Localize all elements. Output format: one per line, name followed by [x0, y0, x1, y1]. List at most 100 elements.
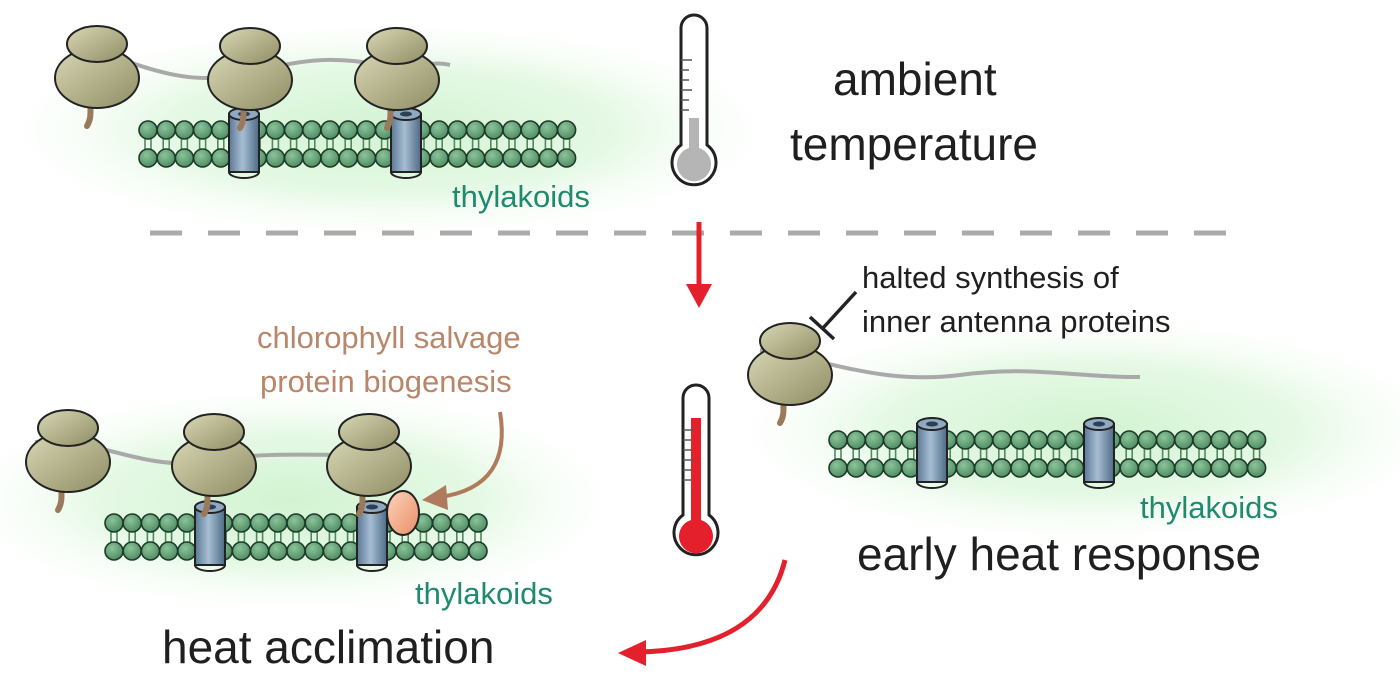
lipid-tail	[1016, 449, 1024, 459]
lipid-head	[1192, 458, 1212, 478]
lipid-tail	[1052, 449, 1061, 459]
lipid-head	[1192, 430, 1212, 450]
ambient-label-line2: temperature	[790, 118, 1038, 170]
lipid-head	[104, 513, 124, 533]
heat-acclimation-label: heat acclimation	[162, 621, 494, 673]
lipid-head	[991, 458, 1012, 478]
lipid-head	[864, 430, 885, 450]
thylakoids-label-right: thylakoids	[1140, 490, 1278, 525]
lipid-tail	[1070, 449, 1079, 459]
lipid-head	[265, 120, 286, 140]
protein-channel-icon	[390, 107, 422, 179]
lipid-head	[1046, 430, 1067, 450]
lipid-head	[211, 148, 231, 168]
lipid-tail	[162, 139, 170, 149]
thermometer-icon	[672, 383, 720, 557]
lipid-tail	[1216, 449, 1224, 459]
lipid-head	[231, 541, 252, 561]
lipid-tail	[362, 139, 371, 149]
heat-arrow-down	[686, 222, 712, 308]
lipid-head	[267, 513, 288, 533]
lipid-head	[1064, 430, 1085, 450]
lipid-head	[1228, 458, 1249, 478]
lipid-head	[429, 120, 450, 140]
lipid-tail	[489, 139, 498, 149]
lipid-tail	[906, 449, 915, 459]
lipid-head	[1155, 458, 1176, 478]
lipid-tail	[289, 139, 298, 149]
lipid-head	[356, 148, 377, 168]
lipid-tail	[1180, 449, 1188, 459]
lipid-head	[1174, 458, 1194, 478]
lipid-head	[483, 120, 504, 140]
lipid-tail	[328, 532, 337, 542]
lipid-tail	[979, 449, 988, 459]
lipid-head	[174, 148, 195, 168]
lipid-tail	[1161, 449, 1170, 459]
lipid-head	[1028, 430, 1048, 450]
lipid-head	[320, 120, 340, 140]
lipid-bilayer-icon	[138, 107, 577, 179]
lipid-head	[413, 541, 434, 561]
lipid-head	[1064, 458, 1085, 478]
lipid-head	[991, 430, 1012, 450]
salvage-protein	[386, 490, 420, 536]
lipid-tail	[1125, 449, 1133, 459]
lipid-head	[1210, 458, 1230, 478]
lipid-tail	[961, 449, 970, 459]
lipid-head	[286, 541, 306, 561]
lipid-tail	[852, 449, 861, 459]
lipid-head	[468, 541, 488, 561]
lipid-tail	[146, 532, 155, 542]
lipid-head	[431, 541, 452, 561]
lipid-head	[301, 148, 322, 168]
ribosome-group	[25, 25, 833, 517]
inhibition-icon	[808, 290, 858, 341]
lipid-tail	[380, 139, 389, 149]
lipid-head	[465, 120, 486, 140]
lipid-tail	[870, 449, 879, 459]
lipid-tail	[273, 532, 282, 542]
salvage-arrow	[422, 411, 504, 510]
thylakoids-label-left: thylakoids	[415, 576, 553, 611]
salvage-label-line2: protein biogenesis	[260, 364, 512, 399]
lipid-head	[1046, 458, 1067, 478]
lipid-head	[283, 148, 304, 168]
lipid-head	[249, 513, 270, 533]
lipid-head	[286, 513, 306, 533]
lipid-tail	[1034, 449, 1042, 459]
lipid-head	[158, 541, 179, 561]
lipid-tail	[471, 139, 480, 149]
lipid-head	[338, 148, 359, 168]
lipid-head	[1137, 458, 1158, 478]
lipid-head	[1028, 458, 1048, 478]
lipid-head	[447, 120, 468, 140]
protein-channel-icon	[1083, 417, 1115, 489]
lipid-head	[1010, 458, 1030, 478]
lipid-tail	[144, 139, 152, 149]
lipid-tail	[419, 532, 428, 542]
ribosome-icon	[171, 413, 257, 517]
lipid-head	[1246, 430, 1267, 450]
lipid-head	[156, 148, 176, 168]
lipid-head	[973, 430, 994, 450]
lipid-head	[1119, 458, 1139, 478]
lipid-head	[177, 541, 197, 561]
lipid-head	[483, 148, 504, 168]
lipid-tail	[834, 449, 842, 459]
lipid-head	[322, 541, 343, 561]
lipid-head	[502, 120, 522, 140]
lipid-head	[1119, 430, 1139, 450]
protein-channel-icon	[194, 500, 226, 572]
heat-arrow-curved	[618, 559, 788, 666]
lipid-head	[320, 148, 340, 168]
lipid-head	[140, 513, 161, 533]
ribosome-icon	[25, 409, 111, 513]
lipid-head	[177, 513, 197, 533]
lipid-tail	[217, 139, 225, 149]
lipid-tail	[310, 532, 319, 542]
lipid-head	[304, 541, 325, 561]
lipid-head	[104, 541, 124, 561]
lipid-tail	[526, 139, 535, 149]
